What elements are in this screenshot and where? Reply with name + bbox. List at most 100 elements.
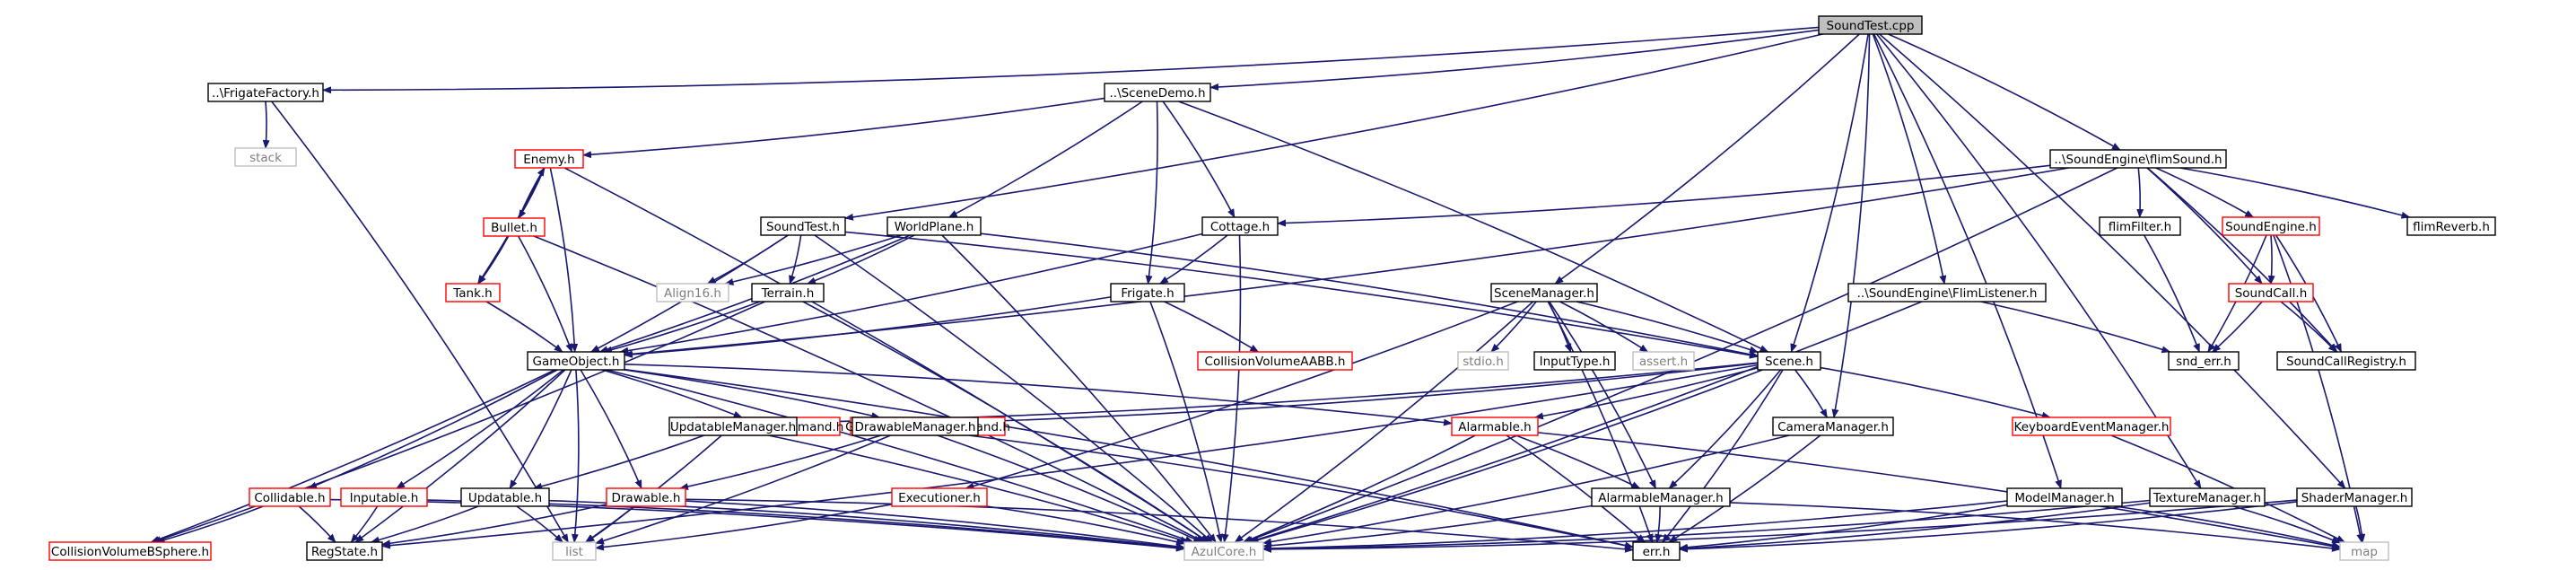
node-inputable-h[interactable]: Inputable.h [340, 487, 428, 507]
node-label: Drawable.h [611, 491, 680, 505]
edge-drawablemanager-to-list [595, 434, 891, 545]
edge-modelmanager-to-azulcore [1262, 500, 2008, 552]
edge-inputable-to-regstate [350, 505, 379, 543]
edge-collidable-to-regstate [298, 505, 336, 543]
node-flimreverb-h[interactable]: flimReverb.h [2406, 216, 2496, 236]
edge-flimsound-to-gameobject [624, 167, 2069, 358]
edge-alarmablemanager-to-azulcore [1262, 504, 1593, 549]
edge-tank-to-gameobject [485, 301, 563, 353]
node-box [2339, 541, 2389, 561]
node-azulcore-h[interactable]: AzulCore.h [1183, 541, 1264, 561]
edge-gameobject-to-alarmable [624, 364, 1453, 426]
node-collisionvolumebsphere-h[interactable]: CollisionVolumeBSphere.h [48, 541, 212, 561]
node-box [2012, 417, 2171, 436]
node-soundengine-h[interactable]: SoundEngine.h [2222, 216, 2320, 236]
node-label: flimFilter.h [2109, 220, 2171, 234]
node-box [2149, 487, 2266, 507]
node-updatable-h[interactable]: Updatable.h [460, 487, 550, 507]
node-box [460, 487, 550, 507]
node-collisionvolumeaabb-h[interactable]: CollisionVolumeAABB.h [1197, 351, 1353, 371]
node-worldplane-h[interactable]: WorldPlane.h [886, 216, 982, 236]
edge-terrain-to-gameobject [603, 301, 761, 354]
node-list[interactable]: list [552, 541, 597, 561]
edge-keyboardevent-to-map [2110, 434, 2346, 543]
node-modelmanager-h[interactable]: ModelManager.h [2006, 487, 2123, 507]
node-box [1183, 541, 1264, 561]
node-label: assert.h [1639, 355, 1688, 369]
node-cottage-h[interactable]: Cottage.h [1201, 216, 1279, 236]
edges-layer [150, 26, 2411, 553]
node-label: Terrain.h [761, 286, 815, 301]
node-label: SoundCallRegistry.h [2286, 355, 2406, 369]
node-soundcall-h[interactable]: SoundCall.h [2228, 283, 2314, 303]
node-map[interactable]: map [2339, 541, 2389, 561]
node-label: err.h [1643, 545, 1671, 559]
node-soundcallregistry-h[interactable]: SoundCallRegistry.h [2276, 351, 2416, 371]
edge-terrain-to-collisionbsphere [152, 301, 765, 543]
node-label: AlarmableManager.h [1598, 491, 1723, 505]
node-label: Enemy.h [523, 153, 574, 167]
node-stdio-h[interactable]: stdio.h [1457, 351, 1509, 371]
node-soundtest-h[interactable]: SoundTest.h [760, 216, 846, 236]
node-inputtype-h[interactable]: InputType.h [1533, 351, 1616, 371]
node-label: snd_err.h [2176, 355, 2231, 369]
node-drawable-h[interactable]: Drawable.h [606, 487, 686, 507]
node-frigatefactory-h[interactable]: ..\FrigateFactory.h [207, 83, 324, 102]
edge-gameobject-to-gameobjdereg [624, 369, 881, 419]
node-box [1104, 83, 1211, 102]
edge-alarmable-to-map [1537, 432, 2341, 550]
edge-flimlistener-to-azulcore [1248, 301, 1923, 544]
node-keyboardeventmanager-h[interactable]: KeyboardEventManager.h [2012, 417, 2171, 436]
node-label: Scene.h [1765, 355, 1813, 369]
node-box [1772, 417, 1894, 436]
edge-flimsound-to-soundcallregistry [2146, 167, 2338, 353]
node-soundengine-flimlistener-h[interactable]: ..\SoundEngine\FlimListener.h [1847, 283, 2047, 303]
node-updatablemanager-h[interactable]: UpdatableManager.h [668, 417, 798, 436]
node-collidable-h[interactable]: Collidable.h [249, 487, 331, 507]
node-regstate-h[interactable]: RegState.h [306, 541, 383, 561]
edge-scenemanager-to-alarmablemanager [1549, 301, 1657, 489]
edge-drawable-to-regstate [381, 504, 607, 548]
node-texturemanager-h[interactable]: TextureManager.h [2149, 487, 2266, 507]
node-enemy-h[interactable]: Enemy.h [514, 149, 584, 169]
node-tank-h[interactable]: Tank.h [445, 283, 501, 303]
node-snd-err-h[interactable]: snd_err.h [2168, 351, 2240, 371]
node-box [2276, 351, 2416, 371]
node-executioner-h[interactable]: Executioner.h [891, 487, 988, 507]
node-terrain-h[interactable]: Terrain.h [751, 283, 825, 303]
edge-alarmable-to-err [1506, 434, 1646, 543]
node-assert-h[interactable]: assert.h [1632, 351, 1695, 371]
node-box [306, 541, 383, 561]
node-alarmable-h[interactable]: Alarmable.h [1451, 417, 1539, 436]
node-alarmablemanager-h[interactable]: AlarmableManager.h [1591, 487, 1731, 507]
node-gameobject-h[interactable]: GameObject.h [527, 351, 625, 371]
node-bullet-h[interactable]: Bullet.h [483, 217, 546, 237]
edge-cottage-to-azulcore [1221, 234, 1242, 543]
node-box [1632, 541, 1681, 561]
node-soundengine-flimsound-h[interactable]: ..\SoundEngine\flimSound.h [2049, 149, 2227, 169]
node-scene-h[interactable]: Scene.h [1757, 351, 1821, 371]
node-stack[interactable]: stack [234, 147, 297, 167]
edge-soundtest_h-to-azulcore [814, 234, 1213, 543]
node-soundtest-cpp[interactable]: SoundTest.cpp [1818, 15, 1923, 35]
node-label: ..\SoundEngine\FlimListener.h [1857, 286, 2038, 301]
node-scenedemo-h[interactable]: ..\SceneDemo.h [1104, 83, 1211, 102]
edge-cottage-to-gameobject [619, 232, 1203, 355]
node-scenemanager-h[interactable]: SceneManager.h [1490, 283, 1598, 303]
node-shadermanager-h[interactable]: ShaderManager.h [2296, 487, 2413, 507]
edge-soundtest_cpp-to-cameramanager [1831, 33, 1871, 418]
node-frigate-h[interactable]: Frigate.h [1110, 283, 1185, 303]
node-label: Updatable.h [468, 491, 542, 505]
node-flimfilter-h[interactable]: flimFilter.h [2099, 216, 2181, 236]
node-err-h[interactable]: err.h [1632, 541, 1681, 561]
node-cameramanager-h[interactable]: CameraManager.h [1772, 417, 1894, 436]
node-label: SoundEngine.h [2225, 220, 2317, 234]
node-box [2006, 487, 2123, 507]
node-align16-h[interactable]: Align16.h [656, 283, 729, 303]
node-box [1847, 283, 2047, 303]
edge-executioner-to-azulcore [986, 505, 1185, 546]
node-label: ModelManager.h [2014, 491, 2114, 505]
edge-soundtest_h-to-terrain [789, 234, 802, 285]
node-drawablemanager-h[interactable]: DrawableManager.h [851, 417, 979, 436]
node-label: ..\SoundEngine\flimSound.h [2054, 153, 2222, 167]
